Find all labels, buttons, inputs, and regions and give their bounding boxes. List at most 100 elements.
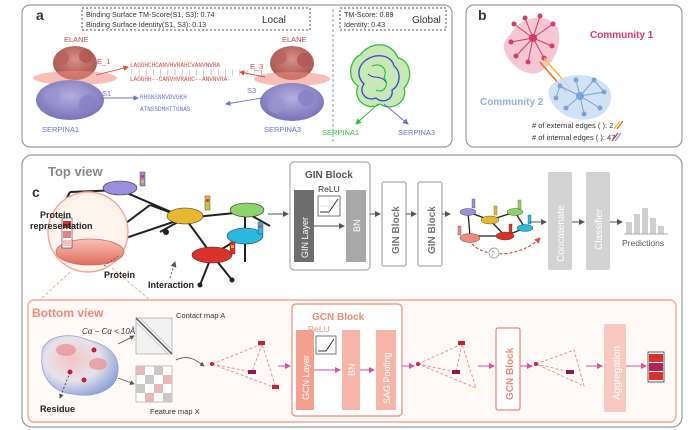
global-legend-serpina3: SERPINA3 [398, 128, 435, 137]
panel-a: a Binding Surface TM-Score(S1, S3): 0.74… [21, 4, 453, 148]
residue-label: Residue [40, 404, 75, 414]
community2-nodes [553, 77, 607, 117]
contact-map-label: Contact map A [176, 311, 225, 320]
residue-graph-2 [416, 343, 477, 389]
local-score-line2: Binding Surface Identity(S1, S3): 0.13 [86, 20, 206, 29]
local-score-box [81, 7, 311, 31]
external-edge-legend-icon [613, 120, 621, 130]
edge-e1-label: E_1 [97, 57, 110, 66]
external-edges-count: # of external edges ( ): 2 [532, 121, 613, 130]
local-score-line1: Binding Surface TM-Score(S1, S3): 0.74 [86, 10, 215, 19]
gin-layer-label: GIN Layer [300, 217, 310, 258]
gin-block-2 [417, 181, 443, 267]
gin-block-title: GIN Block [305, 170, 353, 181]
contact-formula: Cα − Cα < 10Å [82, 327, 135, 336]
output-graph-feature-stacks [457, 198, 532, 236]
gcn-block-2-label: GCN Block [505, 347, 516, 400]
panel-a-frame [21, 4, 453, 148]
predicted-link-arrow [471, 237, 541, 255]
bottom-view-title: Bottom view [32, 306, 104, 320]
question-circle [488, 247, 500, 259]
elane-left-label: ELANE [64, 35, 89, 44]
alignment-marks: | | | | | | | | | | | | | | | | | | | [130, 69, 263, 76]
global-score-line1: TM-Score: 0.89 [344, 10, 394, 19]
global-superposition-structure [350, 44, 411, 108]
local-label: Local [262, 15, 286, 26]
protein-representation-line1: Protein [40, 210, 71, 220]
panel-b-frame [465, 4, 683, 148]
community1-label: Community 1 [590, 30, 654, 41]
concatenate-box [548, 172, 572, 270]
surface-s3-arrow [225, 97, 263, 106]
node-feature-stacks [139, 171, 264, 255]
internal-edge-legend-icon [611, 132, 619, 142]
serpina1-left-label: SERPINA1 [42, 125, 79, 134]
sequence-line2: LAGGHH--CANVHVRAHC--ANVNVRA [130, 76, 228, 83]
classifier-box [586, 172, 610, 270]
protein-label: Protein [104, 270, 135, 280]
sequence-line1: LAGGHCHCANVHVRAHCVANVNVRA [130, 62, 220, 69]
sag-pooling-box [376, 330, 396, 410]
panel-a-letter: a [36, 7, 44, 23]
bn-box [346, 190, 366, 262]
feature-map-label: Feature map X [150, 407, 200, 416]
gin-relu-label: ReLU [318, 184, 340, 194]
global-label: Global [412, 15, 441, 26]
gcn-bn-box [342, 330, 360, 410]
global-arrow-serpina1 [355, 103, 379, 125]
surface-s3-label: S3 [247, 86, 256, 95]
graph-node-green [229, 202, 265, 218]
community2-label: Community 2 [480, 97, 544, 108]
gcn-relu-label: ReLU [308, 324, 330, 334]
concatenate-label: Concatenate [556, 205, 567, 262]
gcn-layer-box [296, 330, 314, 410]
edge-e1-arrow [95, 65, 129, 76]
top-view-title: Top view [48, 164, 104, 179]
question-mark: ? [491, 251, 495, 258]
panel-c-letter: c [32, 184, 40, 200]
residue-graph-3 [534, 349, 585, 387]
protein-node-highlight [55, 238, 125, 266]
gcn-block-title: GCN Block [312, 312, 365, 323]
graph-node-purple [102, 180, 138, 196]
protein-representation-line2: representation [30, 221, 93, 231]
classifier-label: Classifier [594, 208, 605, 250]
panel-c: c Top view [21, 154, 683, 428]
serpina3-right-label: SERPINA3 [264, 125, 301, 134]
gin-layer-box [294, 190, 314, 262]
aggregation-box [604, 324, 626, 412]
graph-node-yellow [166, 207, 204, 225]
global-score-line2: Identity: 0.43 [344, 20, 385, 29]
binding-surface-left [33, 71, 117, 85]
feature-map-matrix [135, 365, 173, 403]
binding-surface-right [254, 72, 330, 86]
panel-c-frame [21, 154, 683, 428]
gin-block-1 [381, 181, 407, 267]
gcn-layer-label: GCN Layer [301, 355, 311, 400]
elane-right-label: ELANE [282, 35, 307, 44]
graph-node-cyan [226, 227, 264, 245]
global-legend-serpina1: SERPINA1 [322, 128, 359, 137]
residue-graph-1 [210, 343, 277, 389]
global-score-box [339, 7, 447, 31]
gcn-block-2 [495, 327, 521, 411]
community1-nodes [508, 13, 556, 65]
bn-label: BN [352, 219, 362, 232]
gin-block-1-label: GIN Block [391, 206, 402, 254]
edge-e3-label: E_3 [250, 62, 263, 71]
gcn-bn-label: BN [347, 363, 357, 376]
sequence-line4: ATNSSDMHTTGNAS [140, 106, 191, 113]
global-arrow-serpina3 [383, 103, 409, 125]
panel-b: b Community 1 Community 2 [465, 4, 683, 148]
gcn-relu-icon [315, 335, 337, 355]
panel-b-letter: b [478, 7, 487, 23]
graph-node-red [191, 246, 233, 264]
aggregation-label: Aggregation [612, 346, 623, 400]
interaction-label: Interaction [148, 280, 194, 290]
internal-edges-count: # of internal edges ( ): 47 [532, 133, 615, 142]
predictions-histogram [626, 208, 664, 234]
predictions-label: Predictions [622, 238, 664, 248]
sag-pooling-label: SAG Pooling [382, 352, 392, 404]
